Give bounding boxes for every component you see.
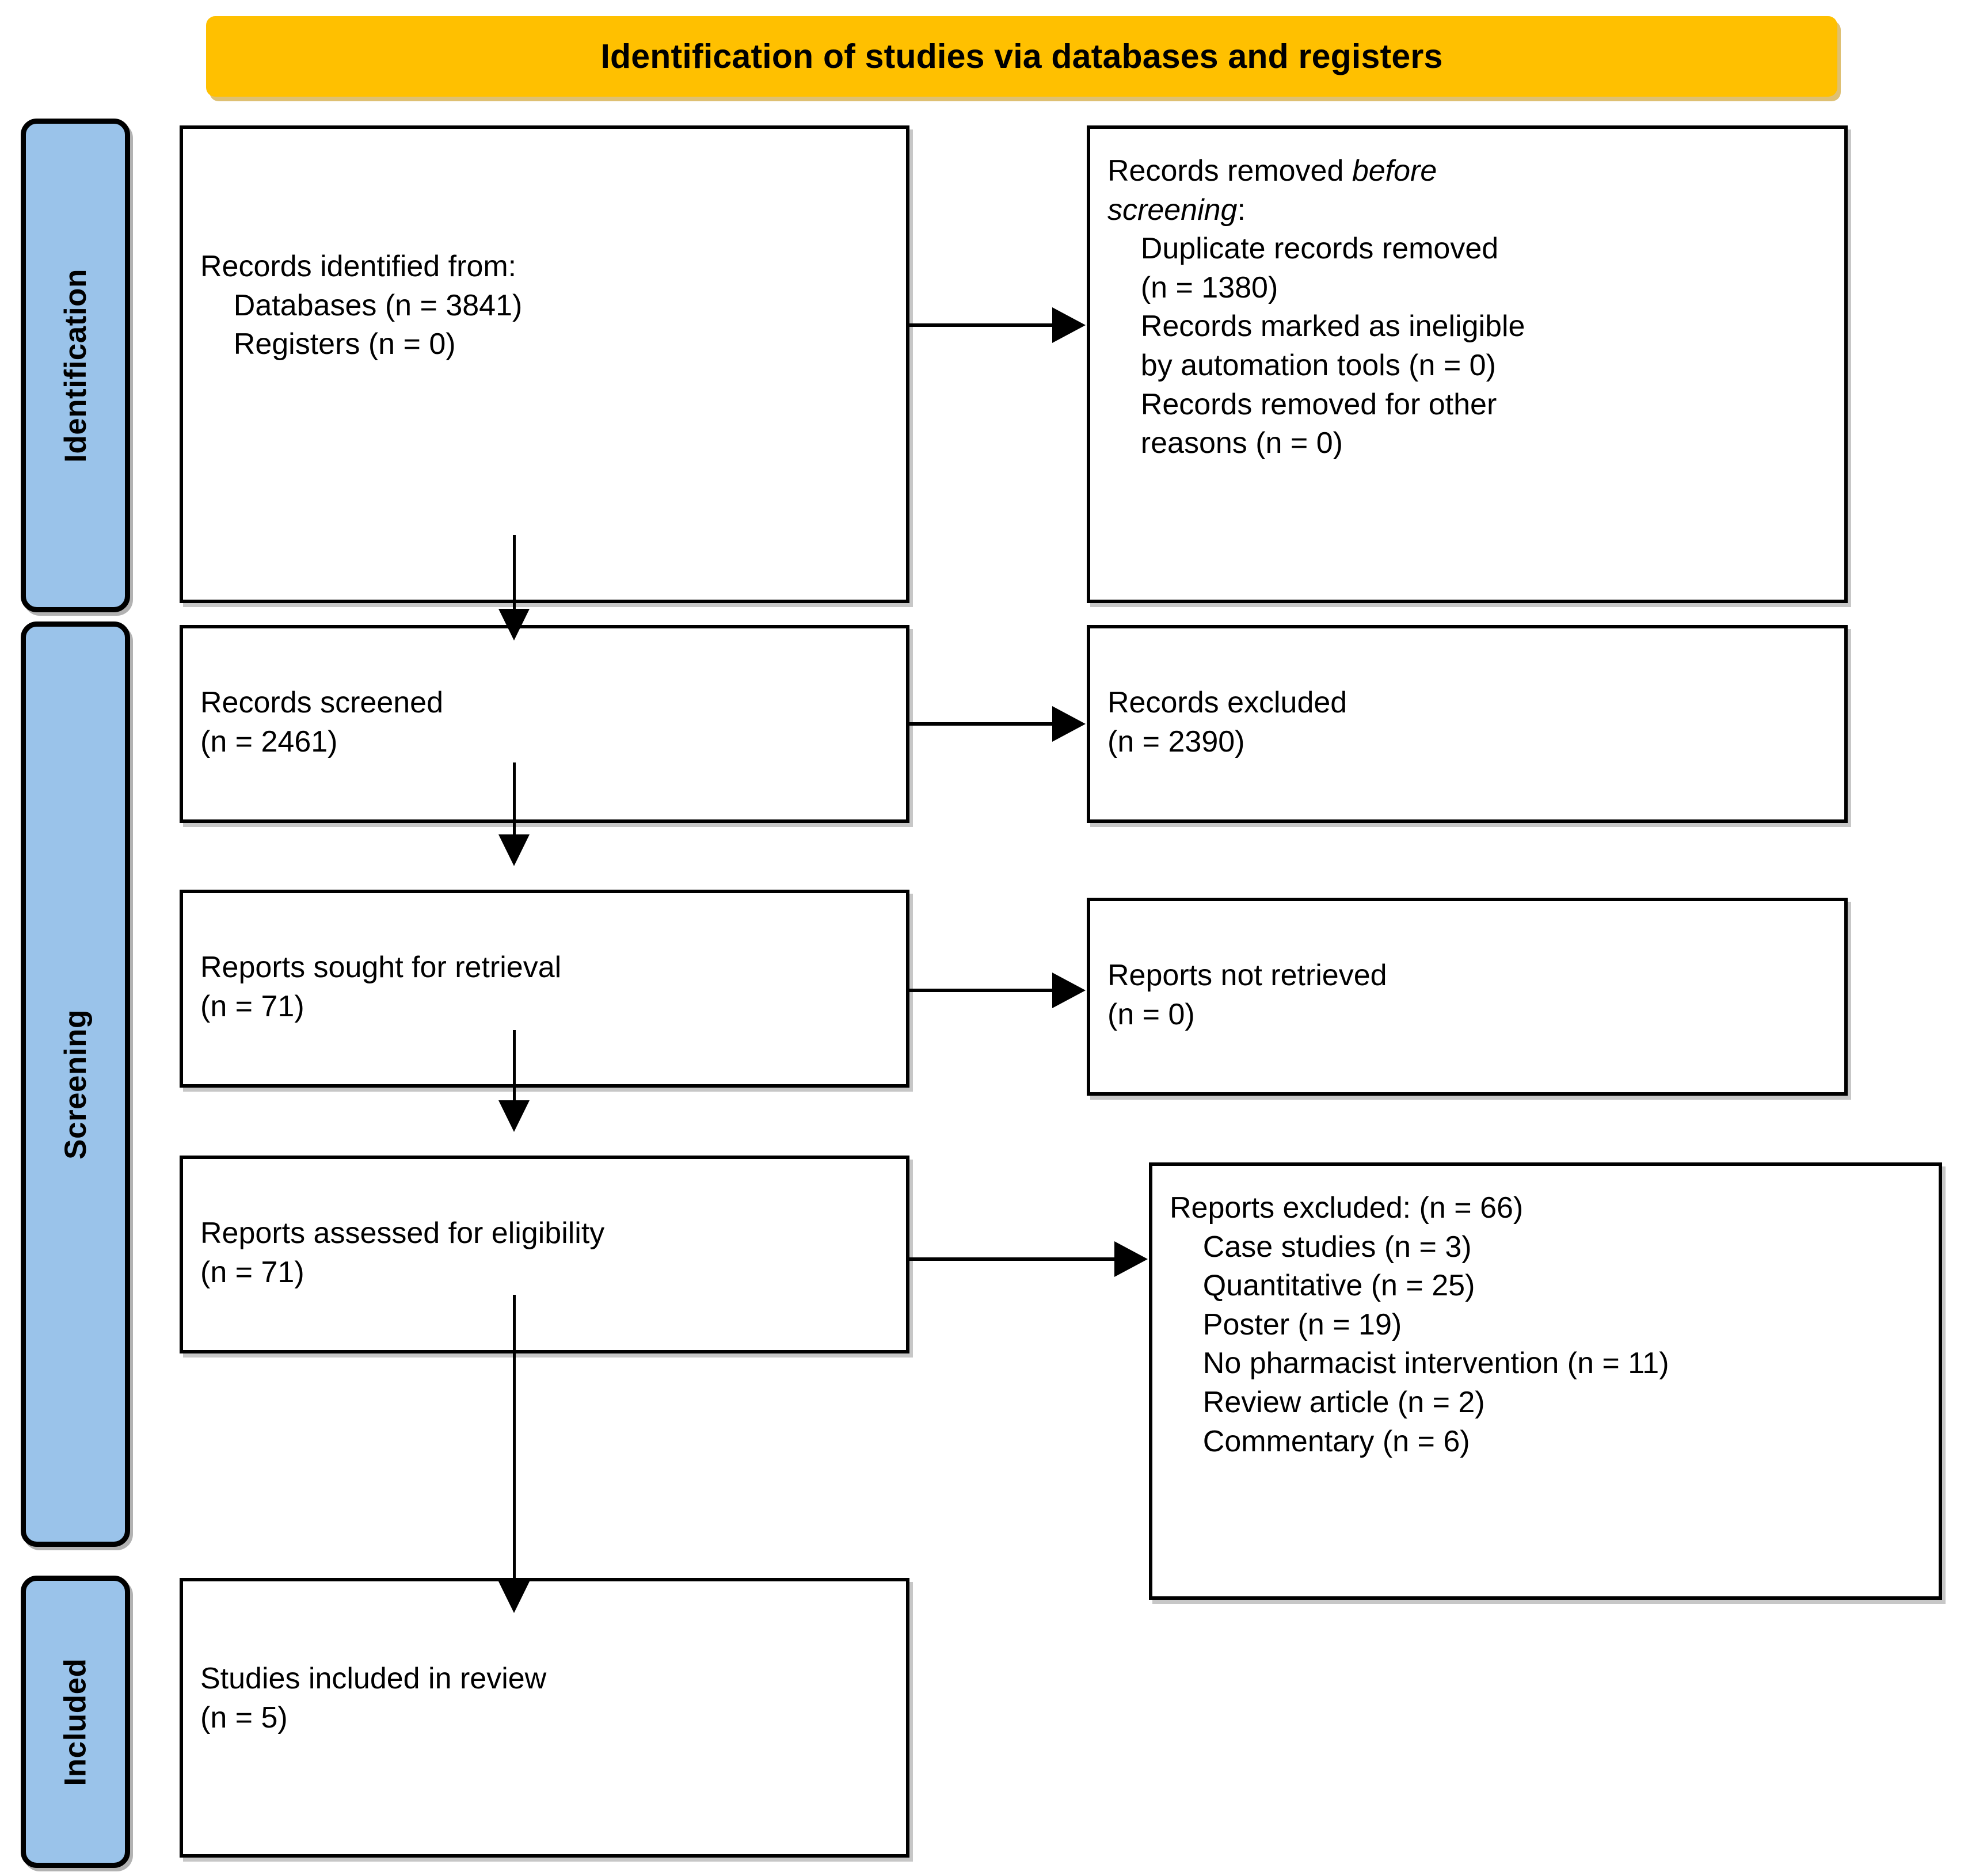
box-records-screened-line-1: Records screened <box>200 686 443 719</box>
arrow-sought-to-not-retrieved-head <box>1052 973 1086 1008</box>
arrow-assessed-to-included-line <box>513 1295 516 1587</box>
box-records-excluded-line-2: (n = 2390) <box>1107 725 1245 758</box>
box-reports-excluded-line-6: Review article (n = 2) <box>1170 1385 1485 1419</box>
arrow-screened-to-sought-head <box>498 834 530 866</box>
box-records-removed-line-8: reasons (n = 0) <box>1107 426 1343 460</box>
stage-label-identification: Identification <box>21 119 130 612</box>
box-records-excluded: Records excluded (n = 2390) <box>1087 625 1848 823</box>
box-reports-not-retrieved-line-1: Reports not retrieved <box>1107 959 1387 992</box>
arrow-sought-to-assessed-head <box>498 1100 530 1132</box>
records-removed-screening-italic: screening <box>1107 193 1238 227</box>
box-reports-not-retrieved: Reports not retrieved (n = 0) <box>1087 898 1848 1096</box>
box-reports-assessed-line-2: (n = 71) <box>200 1255 304 1289</box>
stage-label-included: Included <box>21 1576 130 1868</box>
box-reports-excluded-line-5: No pharmacist intervention (n = 11) <box>1170 1347 1669 1381</box>
box-reports-assessed-line-1: Reports assessed for eligibility <box>200 1217 605 1250</box>
box-reports-sought: Reports sought for retrieval (n = 71) <box>180 890 909 1088</box>
stage-label-identification-text: Identification <box>58 268 93 463</box>
box-records-removed-line-7: Records removed for other <box>1107 387 1497 421</box>
records-removed-before-italic: before <box>1352 154 1437 188</box>
box-studies-included-line-1: Studies included in review <box>200 1662 547 1695</box>
box-reports-excluded-line-3: Quantitative (n = 25) <box>1170 1269 1475 1303</box>
arrow-assessed-to-excluded-head <box>1114 1241 1148 1277</box>
box-reports-excluded-line-1: Reports excluded: (n = 66) <box>1170 1191 1524 1225</box>
box-records-identified-line-3: Registers (n = 0) <box>200 327 456 361</box>
box-records-removed-line-3: Duplicate records removed <box>1107 232 1499 266</box>
records-removed-prefix: Records removed <box>1107 154 1352 188</box>
box-records-removed-line-4: (n = 1380) <box>1107 270 1278 304</box>
arrow-screened-to-excluded-head <box>1052 706 1086 742</box>
box-records-screened-line-2: (n = 2461) <box>200 725 338 758</box>
box-records-identified-line-1: Records identified from: <box>200 250 517 283</box>
records-removed-colon: : <box>1237 193 1246 227</box>
box-records-removed-line-5: Records marked as ineligible <box>1107 310 1525 344</box>
arrow-identified-to-screened-line <box>513 535 516 632</box>
stage-label-screening-text: Screening <box>58 1009 93 1160</box>
box-records-removed-line-1: Records removed before <box>1107 152 1827 191</box>
box-records-removed-line-2: screening: <box>1107 191 1827 230</box>
box-studies-included-line-2: (n = 5) <box>200 1700 288 1734</box>
box-studies-included: Studies included in review (n = 5) <box>180 1578 909 1858</box>
box-reports-sought-line-2: (n = 71) <box>200 989 304 1023</box>
arrow-screened-to-sought-line <box>513 762 516 857</box>
box-records-identified: Records identified from: Databases (n = … <box>180 125 909 603</box>
arrow-identified-to-removed-head <box>1052 307 1086 343</box>
box-reports-excluded: Reports excluded: (n = 66) Case studies … <box>1149 1162 1942 1600</box>
box-records-excluded-line-1: Records excluded <box>1107 686 1347 719</box>
box-records-removed-line-6: by automation tools (n = 0) <box>1107 348 1496 382</box>
diagram-header-banner: Identification of studies via databases … <box>206 16 1837 97</box>
arrow-assessed-to-included-head <box>498 1581 530 1613</box>
box-reports-excluded-line-2: Case studies (n = 3) <box>1170 1230 1472 1264</box>
box-reports-excluded-line-4: Poster (n = 19) <box>1170 1307 1402 1341</box>
box-records-screened: Records screened (n = 2461) <box>180 625 909 823</box>
page-title: Identification of studies via databases … <box>600 37 1443 75</box>
stage-label-screening: Screening <box>21 621 130 1547</box>
stage-label-included-text: Included <box>58 1658 93 1786</box>
box-records-removed-before-screening: Records removed before screening: Duplic… <box>1087 125 1848 603</box>
arrow-identified-to-removed-line <box>909 323 1053 327</box>
box-reports-assessed: Reports assessed for eligibility (n = 71… <box>180 1156 909 1353</box>
arrow-sought-to-assessed-line <box>513 1030 516 1123</box>
arrow-sought-to-not-retrieved-line <box>909 989 1053 992</box>
box-reports-sought-line-1: Reports sought for retrieval <box>200 951 562 984</box>
box-records-identified-line-2: Databases (n = 3841) <box>200 288 523 322</box>
arrow-identified-to-screened-head <box>498 609 530 640</box>
arrow-assessed-to-excluded-line <box>909 1257 1116 1261</box>
box-reports-not-retrieved-line-2: (n = 0) <box>1107 997 1195 1031</box>
box-reports-excluded-line-7: Commentary (n = 6) <box>1170 1424 1470 1458</box>
arrow-screened-to-excluded-line <box>909 722 1053 726</box>
